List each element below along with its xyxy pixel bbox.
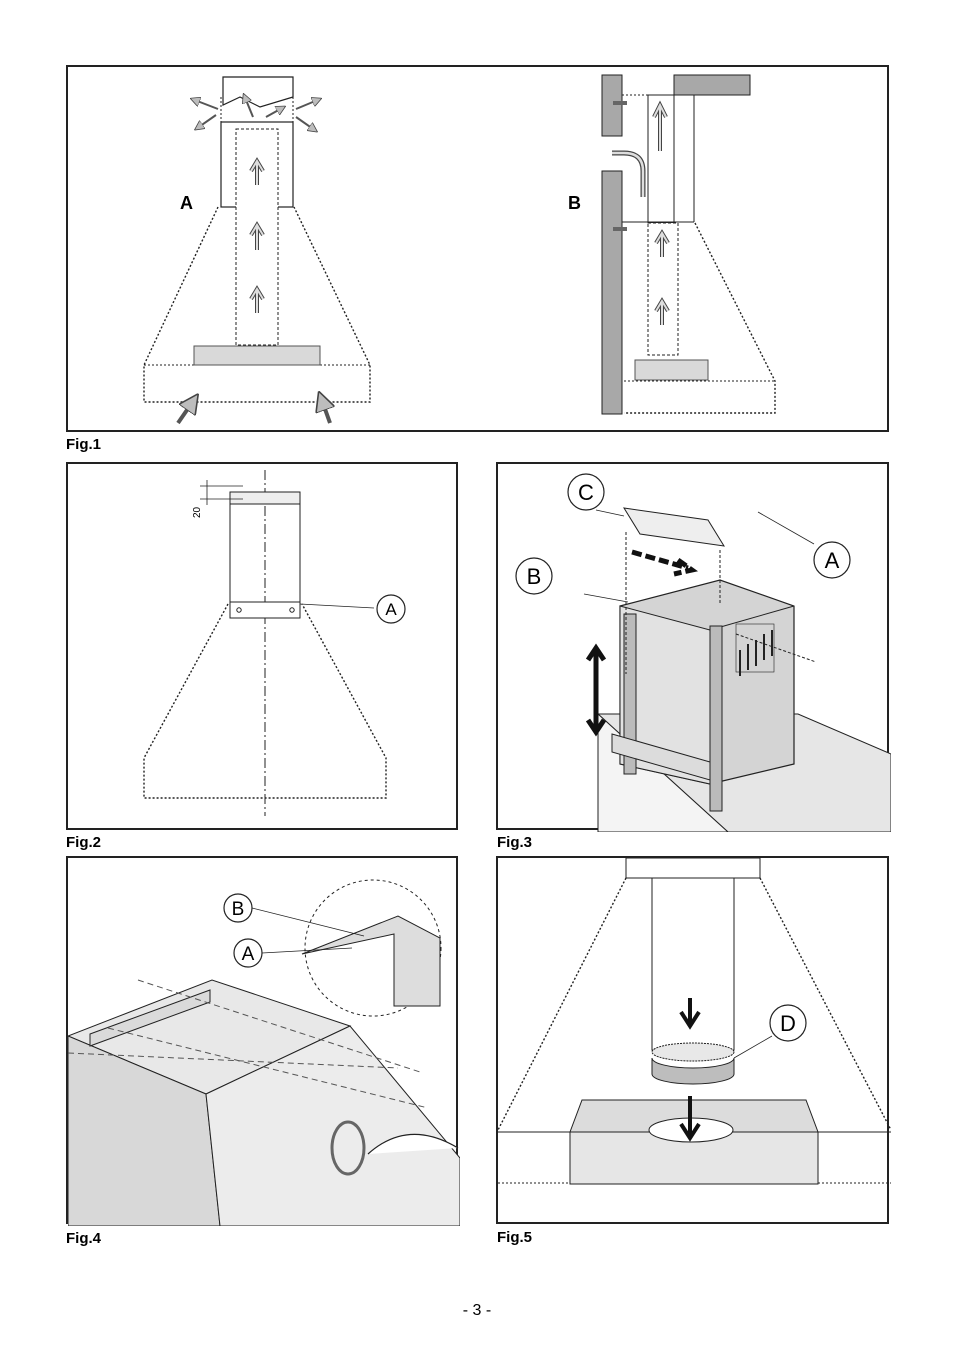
figure-2-illustration: 20 A <box>68 464 460 832</box>
figure-1-illustration: A B <box>68 67 891 434</box>
figure-2-panel: 20 A <box>66 462 458 830</box>
fig5-caption: Fig.5 <box>497 1229 532 1246</box>
figure-4-panel: B A <box>66 856 458 1224</box>
fig1-label-a: A <box>180 193 193 213</box>
fig1-caption: Fig.1 <box>66 436 101 453</box>
hood-recirculation-drawing <box>144 77 370 423</box>
figure-3-panel: C B A <box>496 462 889 830</box>
figure-4-illustration: B A <box>68 858 460 1226</box>
fig5-callout-d: D <box>780 1011 796 1036</box>
figure-5-illustration: D <box>498 858 891 1226</box>
fig1-label-b: B <box>568 193 581 213</box>
fig2-caption: Fig.2 <box>66 834 101 851</box>
fig3-callout-b: B <box>527 564 542 589</box>
fig4-caption: Fig.4 <box>66 1230 101 1247</box>
fig3-callout-a: A <box>825 548 840 573</box>
fig3-callout-c: C <box>578 480 594 505</box>
fig4-callout-b: B <box>232 899 245 920</box>
figure-3-illustration: C B A <box>498 464 891 832</box>
figure-5-panel: D <box>496 856 889 1224</box>
fig2-callout-a: A <box>385 600 397 619</box>
page-number: - 3 - <box>0 1302 954 1320</box>
figure-1-panel: A B <box>66 65 889 432</box>
dimension-20: 20 <box>192 506 203 518</box>
fig3-caption: Fig.3 <box>497 834 532 851</box>
hood-extraction-drawing <box>602 75 775 414</box>
fig4-callout-a: A <box>242 944 255 965</box>
